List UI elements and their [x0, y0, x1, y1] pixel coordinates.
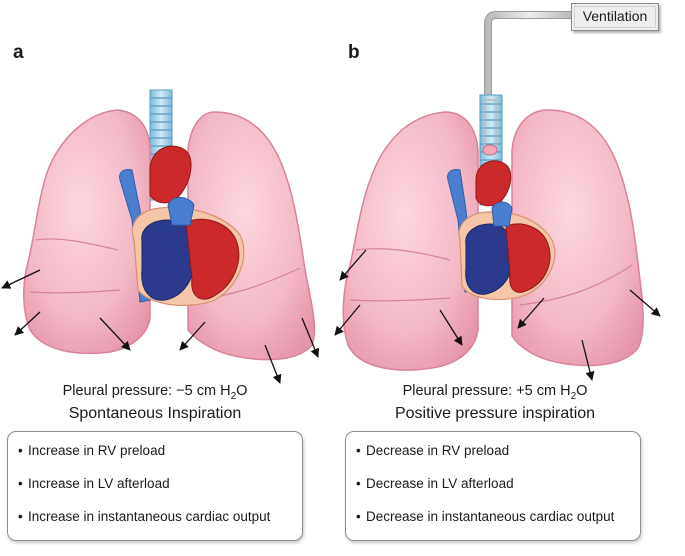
lung-fissure: [35, 238, 119, 251]
pleural-pressure-text: Pleural pressure: +5 cm H: [402, 383, 571, 399]
effect-text: Increase in RV preload: [28, 443, 166, 458]
effect-text: Decrease in instantaneous cardiac output: [366, 509, 615, 524]
ventilator-tube: [484, 11, 571, 100]
pleural-pressure-unit: O: [576, 383, 588, 399]
effect-text: Increase in LV afterload: [28, 476, 170, 491]
heart-a: [119, 145, 245, 307]
pressure-arrows-b: [334, 249, 661, 381]
lung-fissure: [519, 264, 633, 306]
effect-text: Decrease in RV preload: [366, 443, 510, 458]
effect-item: •Decrease in instantaneous cardiac outpu…: [356, 509, 615, 524]
pleural-pressure-text: Pleural pressure: −5 cm H: [62, 383, 231, 399]
right-lung-a: [22, 109, 151, 355]
effect-text: Decrease in LV afterload: [366, 476, 514, 491]
panel-a-effects-box: •Increase in RV preload •Increase in LV …: [7, 431, 303, 541]
ventilation-box: Ventilation: [571, 3, 659, 31]
left-lung-a: [187, 111, 316, 361]
lung-fissure: [349, 297, 451, 302]
pleural-pressure-subscript: 2: [230, 390, 237, 402]
effect-item: •Increase in LV afterload: [18, 476, 170, 491]
effect-text: Increase in instantaneous cardiac output: [28, 509, 271, 524]
pleural-pressure-unit: O: [236, 383, 248, 399]
effect-item: •Increase in instantaneous cardiac outpu…: [18, 509, 271, 524]
panel-a-illustration: [1, 89, 320, 384]
pressure-arrows-a: [1, 269, 320, 384]
panel-a-letter: a: [13, 42, 24, 63]
panel-a-pleural-pressure: Pleural pressure: −5 cm H2O: [5, 383, 305, 402]
lung-fissure: [29, 289, 121, 294]
effect-item: •Decrease in RV preload: [356, 443, 510, 458]
effect-item: •Decrease in LV afterload: [356, 476, 514, 491]
panel-b-caption: Positive pressure inspiration: [394, 405, 596, 422]
panel-a-caption: Spontaneous Inspiration: [68, 405, 242, 422]
panel-b-illustration: [334, 94, 661, 381]
pleural-pressure-subscript: 2: [570, 390, 577, 402]
lung-fissure: [355, 248, 451, 261]
heart-b: [447, 160, 556, 301]
panel-b-effects-box: •Decrease in RV preload •Decrease in LV …: [345, 431, 641, 541]
effect-item: •Increase in RV preload: [18, 443, 166, 458]
panel-b-letter: b: [348, 42, 360, 63]
ventilation-label: Ventilation: [582, 8, 648, 24]
panel-b-pleural-pressure: Pleural pressure: +5 cm H2O: [345, 383, 645, 402]
right-lung-b: [342, 111, 479, 371]
